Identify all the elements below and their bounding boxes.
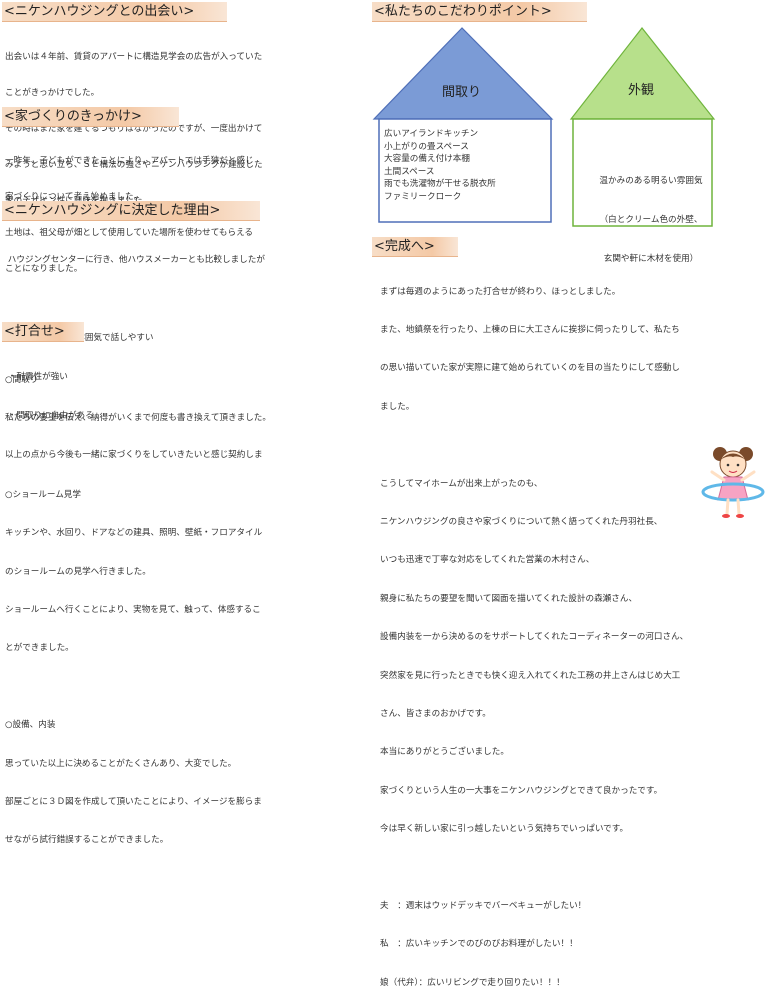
madori-label: 間取り (442, 85, 482, 100)
text-line: ○間取り (5, 374, 39, 385)
text-line: ことになりました。 (5, 264, 83, 274)
text-line: 温かみのある明るい雰囲気 (599, 176, 703, 186)
text-line: 私たちの要望を伝え、納得がいくまで何度も書き換えて頂きました。 (5, 412, 271, 423)
text-line: ハウジングセンターに行き、他ハウスメーカーとも比較しましたが (5, 255, 265, 265)
text-line: とができました。 (5, 643, 74, 654)
text-line: 家づくりについて考え始めました。 (5, 192, 143, 202)
section-title-points: <私たちのこだわりポイント> (372, 2, 587, 22)
section-title-trigger: <家づくりのきっかけ> (2, 107, 179, 127)
text-line (380, 861, 688, 874)
madori-item: 広いアイランドキッチン (384, 129, 479, 139)
meetings-text: ○間取り 私たちの要望を伝え、納得がいくまで何度も書き換えて頂きました。 ○ショ… (5, 348, 271, 860)
text-line: 一昨年、子どもができたことにより、アパートでは手狭だと感じ (5, 156, 254, 166)
text-line: せながら試行錯誤することができました。 (5, 835, 169, 846)
text-line: ことがきっかけでした。 (5, 88, 100, 98)
gaikan-text: 温かみのある明るい雰囲気 （白とクリーム色の外壁、 玄関や軒に木材を使用） (596, 149, 706, 279)
text-line: （白とクリーム色の外壁、 (599, 215, 703, 225)
text-line: 出会いは４年前、賃貸のアパートに構造見学会の広告が入っていた (5, 52, 263, 62)
text-line: 娘（代弁）：広いリビングで走り回りたい！！！ (380, 977, 565, 988)
text-line: 本当にありがとうございました。 (380, 747, 509, 758)
trigger-text: 一昨年、子どもができたことにより、アパートでは手狭だと感じ 家づくりについて考え… (5, 131, 254, 287)
text-line (5, 450, 271, 463)
text-line: こうしてマイホームが出来上がったのも、 (380, 478, 543, 489)
completion-text: まずは毎週のようにあった打合せが終わり、ほっとしました。 また、地鎮祭を行ったり… (380, 260, 688, 1002)
text-line: ました。 (380, 401, 415, 412)
gaikan-roof (569, 27, 716, 120)
text-line: 玄関や軒に木材を使用） (603, 254, 699, 264)
gaikan-label: 外観 (628, 83, 655, 98)
section-title-decision: <ニケンハウジングに決定した理由> (2, 201, 260, 221)
madori-roof (372, 27, 554, 120)
text-line: 部屋ごとに３Ｄ図を作成して頂いたことにより、イメージを膨らま (5, 796, 262, 807)
text-line: 設備内装を一から決めるのをサポートしてくれたコーディネーターの河口さん、 (380, 632, 689, 643)
section-title-meetings: <打合せ> (2, 322, 84, 342)
text-line: のショールームの見学へ行きました。 (5, 566, 151, 577)
text-line: キッチンや、水回り、ドアなどの建具、照明、壁紙・フロアタイル (5, 528, 263, 539)
text-line: ・耐震性が強い (5, 372, 68, 382)
text-line: の思い描いていた家が実際に建て始められていくのを目の当たりにして感動し (380, 363, 681, 374)
gaikan-body (572, 118, 713, 227)
text-line: 夫 ：週末はウッドデッキでバーベキューがしたい！ (380, 900, 587, 911)
madori-item: 雨でも洗濯物が干せる脱衣所 (384, 179, 496, 190)
madori-list: 広いアイランドキッチン 小上がりの畳スペース 大容量の備え付け本棚 土間スペース… (384, 128, 496, 204)
text-line: 今は早く新しい家に引っ越したいという気持ちでいっぱいです。 (380, 824, 629, 835)
madori-item: 大容量の備え付け本棚 (384, 154, 470, 165)
text-line: ショールームへ行くことにより、実物を見て、触って、体感するこ (5, 604, 261, 615)
text-line: 家づくりという人生の一大事をニケンハウジングとできて良かったです。 (380, 785, 663, 796)
text-line: ○ショールーム見学 (5, 489, 81, 500)
text-line (380, 439, 688, 452)
madori-item: ファミリークローク (384, 191, 462, 202)
madori-body (378, 118, 552, 223)
text-line: 以上の点から今後も一緒に家づくりをしていきたいと感じ契約しま (5, 450, 263, 460)
girl-hula-hoop-illustration (701, 447, 765, 518)
text-line: 土地は、祖父母が畑として使用していた場所を使わせてもらえる (5, 228, 254, 238)
section-title-meeting: <ニケンハウジングとの出会い> (2, 2, 227, 22)
text-line: 思っていた以上に決めることがたくさんあり、大変でした。 (5, 758, 237, 769)
text-line (5, 681, 271, 694)
text-line: ・間取りに自由がある (5, 411, 94, 421)
text-line: まずは毎週のようにあった打合せが終わり、ほっとしました。 (380, 286, 621, 297)
text-line: 親身に私たちの要望を聞いて図面を描いてくれた設計の森瀬さん、 (380, 593, 638, 604)
text-line: また、地鎮祭を行ったり、上棟の日に大工さんに挨拶に伺ったりして、私たち (380, 324, 680, 335)
text-line: 突然家を見に行ったときでも快く迎え入れてくれた工務の井上さんはじめ大工 (380, 670, 681, 681)
text-line: その時はまだ家を建てるつもりはなかったのですが、一度出かけて (5, 124, 263, 134)
text-line (5, 293, 265, 306)
text-line: ニケンハウジングの良さや家づくりについて熱く語ってくれた丹羽社長、 (380, 516, 663, 527)
madori-item: 土間スペース (384, 166, 435, 177)
text-line: さん、皆さまのおかげです。 (380, 708, 491, 719)
section-title-completion: <完成へ> (372, 237, 458, 257)
text-line: ○設備、内装 (5, 720, 56, 731)
madori-item: 小上がりの畳スペース (384, 141, 469, 152)
text-line: 私 ：広いキッチンでのびのびお料理がしたい！！ (380, 939, 578, 950)
text-line: いつも迅速で丁寧な対応をしてくれた営業の木村さん、 (380, 555, 595, 566)
text-line: みようと思い立ち、ＳＥ構法の強さやニケンハウジングが建設した (5, 160, 263, 170)
house-diagrams (372, 27, 716, 227)
